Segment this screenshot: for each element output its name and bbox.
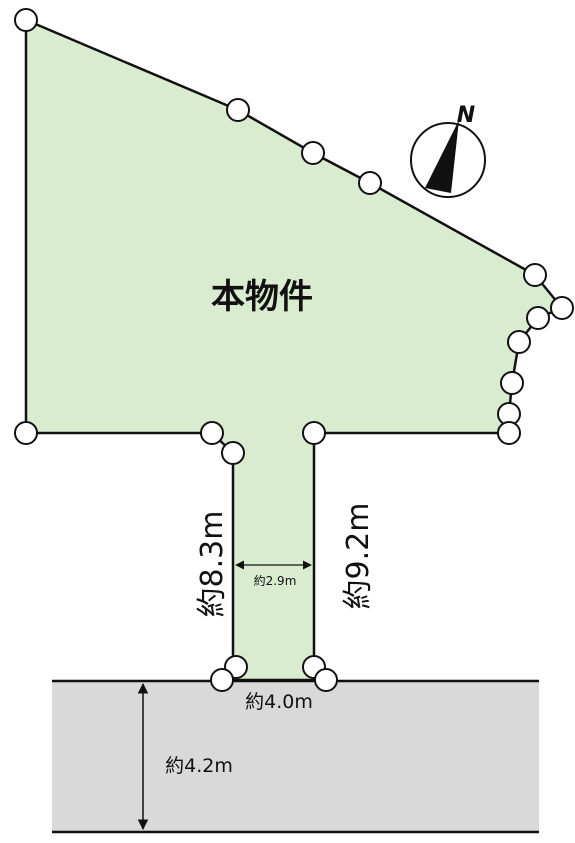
- boundary-marker: [210, 668, 234, 692]
- compass-north-label: N: [457, 103, 475, 128]
- boundary-marker: [314, 668, 338, 692]
- boundary-markers: [14, 8, 574, 692]
- boundary-marker: [358, 171, 382, 195]
- boundary-marker: [301, 141, 325, 165]
- boundary-marker: [500, 371, 524, 395]
- right-side-length: 約9.2m: [341, 503, 376, 610]
- boundary-marker: [14, 421, 38, 445]
- boundary-marker: [497, 421, 521, 445]
- road-width-label: 約4.2m: [165, 755, 233, 777]
- road-area: [52, 681, 539, 832]
- left-side-length: 約8.3m: [195, 511, 230, 618]
- boundary-marker: [550, 296, 574, 320]
- boundary-marker: [226, 98, 250, 122]
- frontage-label: 約4.0m: [245, 691, 313, 713]
- property-label: 本物件: [211, 277, 313, 317]
- compass: N: [410, 103, 486, 198]
- boundary-marker: [200, 421, 224, 445]
- compass-needle-icon: [425, 120, 459, 193]
- boundary-marker: [221, 441, 245, 465]
- boundary-marker: [523, 263, 547, 287]
- boundary-marker: [526, 306, 550, 330]
- boundary-marker: [302, 421, 326, 445]
- boundary-marker: [14, 8, 38, 32]
- boundary-marker: [507, 330, 531, 354]
- lane-width-label: 約2.9m: [254, 573, 297, 588]
